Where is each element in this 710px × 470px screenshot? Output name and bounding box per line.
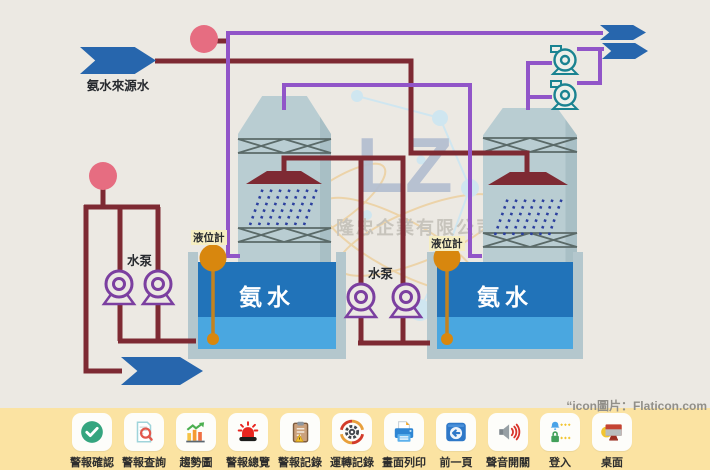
scrubber-tower-right: [483, 108, 577, 268]
toolbar-label: 聲音開關: [486, 457, 530, 469]
toolbar-button-print-screen[interactable]: 畫面列印: [380, 413, 428, 470]
toolbar-label: 警報總覽: [226, 457, 270, 469]
flow-arrow-exhaust-1: [600, 25, 646, 40]
desktop-monitor-icon: [601, 424, 622, 441]
toolbar-button-alarm-confirm[interactable]: 警報確認: [68, 413, 116, 470]
tank-right-label: 氨水: [477, 284, 533, 310]
toolbar-button-previous-page[interactable]: 前一頁: [432, 413, 480, 470]
tank-water-light: [198, 317, 336, 349]
siren-icon: [237, 421, 259, 442]
toolbar-label: 畫面列印: [382, 457, 426, 469]
level-gauge-left-label: 液位計: [191, 230, 227, 245]
tank-water-light: [437, 317, 573, 349]
icon-credit: “icon圖片：Flaticon.com: [566, 399, 707, 413]
printer-icon: [394, 421, 414, 442]
pump-icon: [101, 269, 137, 306]
toolbar-button-alarm-query[interactable]: 警報查詢: [120, 413, 168, 470]
toolbar-label: 警報查詢: [122, 457, 166, 469]
flow-arrow-source: [80, 47, 156, 74]
toolbar-button-alarm-record[interactable]: 警報記錄: [276, 413, 324, 470]
toolbar-label: 桌面: [601, 457, 623, 469]
pump-icon: [140, 269, 176, 306]
document-search-icon: [136, 421, 153, 443]
ammonia-tank-left: 氨水: [188, 252, 346, 359]
clipboard-warning-icon: [292, 421, 309, 443]
trend-chart-icon: [186, 422, 205, 443]
speaker-icon: [499, 423, 521, 441]
indicator-circle-left: [89, 162, 117, 190]
toolbar-label: 警報確認: [70, 457, 114, 469]
ammonia-tank-right: 氨水: [427, 252, 583, 359]
indicator-circle-top: [190, 25, 218, 53]
toolbar-button-alarm-overview[interactable]: 警報總覽: [224, 413, 272, 470]
toolbar-label: 前一頁: [439, 457, 473, 469]
source-water-label: 氨水來源水: [86, 79, 150, 93]
exhaust-pumps: [550, 45, 580, 110]
blower-icon: [550, 45, 580, 75]
toolbar-label: 登入: [549, 457, 571, 469]
toolbar-button-operation-record[interactable]: 運轉記錄: [328, 413, 376, 470]
back-arrow-window-icon: [446, 422, 466, 442]
blower-icon: [550, 80, 580, 110]
pump-icon: [343, 282, 379, 319]
toolbar-button-sound-toggle[interactable]: 聲音開關: [484, 413, 532, 470]
toolbar: 警報確認 警報查詢 趨勢圖: [0, 408, 710, 470]
toolbar-button-trend-chart[interactable]: 趨勢圖: [172, 413, 220, 470]
scrubber-tower-left: [238, 96, 331, 268]
level-gauge-right-label: 液位計: [429, 236, 465, 251]
toolbar-button-login[interactable]: 登入: [536, 413, 584, 470]
pump-left-label: 水泵: [127, 254, 153, 268]
pump-icon: [388, 282, 424, 319]
gear-ring-icon: [340, 419, 364, 445]
watermark-logo: LZ: [356, 121, 454, 209]
pump-mid-label: 水泵: [368, 267, 394, 281]
login-password-icon: [550, 421, 571, 443]
toolbar-label: 警報記錄: [278, 457, 322, 469]
flow-arrow-exhaust-2: [602, 43, 648, 59]
toolbar-label: 運轉記錄: [330, 457, 374, 469]
flow-arrow-drain: [121, 357, 203, 385]
check-circle-icon: [81, 421, 103, 443]
tank-left-label: 氨水: [239, 284, 295, 310]
toolbar-label: 趨勢圖: [179, 457, 213, 469]
toolbar-button-desktop[interactable]: 桌面: [588, 413, 636, 470]
